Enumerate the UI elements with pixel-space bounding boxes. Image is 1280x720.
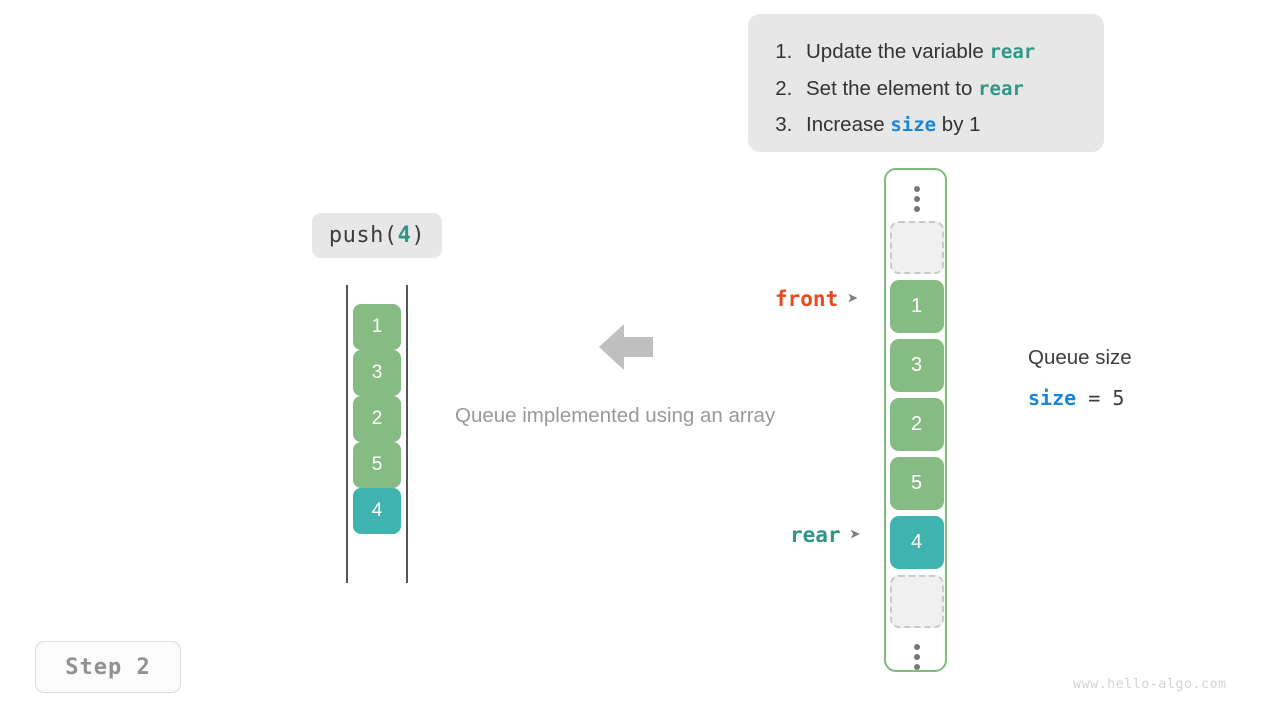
- queue-size-expression: size = 5: [1028, 386, 1132, 410]
- ellipsis-dot: [913, 185, 920, 192]
- instruction-2-prefix: Set the element to: [806, 76, 979, 100]
- queue-cell-new: 4: [353, 488, 401, 534]
- rear-pointer-text: rear: [790, 523, 841, 547]
- instruction-item-3: Increase size by 1: [798, 107, 1088, 144]
- instruction-3-prefix: Increase: [806, 113, 891, 136]
- vertical-ellipsis-icon: [913, 170, 920, 221]
- diagram-caption: Queue implemented using an array: [455, 404, 776, 427]
- array-slot: 3: [889, 339, 944, 392]
- array-slot: 2: [889, 398, 944, 451]
- arrow-right-icon: ➤: [849, 523, 862, 546]
- queue-size-title: Queue size: [1028, 346, 1132, 369]
- array-slot: 5: [889, 457, 944, 510]
- size-operator: [1076, 386, 1088, 410]
- operation-name: push(: [328, 223, 398, 248]
- size-variable: size: [1028, 386, 1077, 410]
- queue-size-panel: Queue size size = 5: [1028, 344, 1132, 410]
- ellipsis-dot: [913, 205, 920, 212]
- logical-queue-array: 1 3 2 5 4: [346, 285, 408, 583]
- ellipsis-dot: [913, 195, 920, 202]
- queue-cell: 3: [353, 350, 401, 396]
- ellipsis-dot: [913, 643, 920, 650]
- ellipsis-dot: [913, 663, 920, 670]
- operation-chip: push(4): [312, 213, 442, 258]
- instruction-item-2: Set the element to rear: [798, 71, 1088, 108]
- backing-array-container: 1 3 2 5 4: [884, 168, 947, 672]
- array-slot-empty: [889, 575, 944, 628]
- watermark: www.hello-algo.com: [1073, 676, 1227, 692]
- front-pointer-label: front ➤: [775, 287, 859, 311]
- array-slot-new: 4: [889, 516, 944, 569]
- vertical-ellipsis-icon: [913, 634, 920, 679]
- instruction-1-prefix: Update the variable: [806, 40, 990, 63]
- front-pointer-text: front: [775, 287, 839, 311]
- array-rail-left: [346, 285, 348, 583]
- rear-pointer-label: rear ➤: [790, 523, 861, 547]
- arrow-right-icon: ➤: [847, 287, 859, 310]
- queue-cell: 2: [353, 396, 401, 442]
- instruction-item-1: Update the variable rear: [798, 34, 1088, 71]
- ellipsis-dot: [913, 653, 920, 660]
- left-arrow-icon: [597, 322, 655, 372]
- instruction-3-suffix: by 1: [936, 113, 981, 136]
- operation-argument: 4: [397, 223, 412, 248]
- queue-cell: 5: [353, 442, 401, 488]
- instruction-2-code: rear: [978, 77, 1024, 100]
- operation-close-paren: ): [411, 223, 426, 248]
- instruction-1-code: rear: [989, 41, 1036, 63]
- array-slot-empty: [889, 221, 944, 274]
- array-slot: 1: [889, 280, 944, 333]
- size-value: 5: [1112, 386, 1125, 410]
- size-spacer: [1100, 386, 1112, 410]
- size-equals: =: [1088, 386, 1101, 410]
- instruction-callout: Update the variable rear Set the element…: [748, 14, 1104, 152]
- instruction-list: Update the variable rear Set the element…: [768, 34, 1088, 144]
- backing-array-slots: 1 3 2 5 4: [889, 170, 944, 679]
- step-badge: Step 2: [35, 641, 181, 693]
- logical-queue-cells: 1 3 2 5 4: [353, 304, 401, 534]
- instruction-3-code: size: [890, 114, 937, 136]
- queue-cell: 1: [353, 304, 401, 350]
- array-rail-right: [406, 285, 408, 583]
